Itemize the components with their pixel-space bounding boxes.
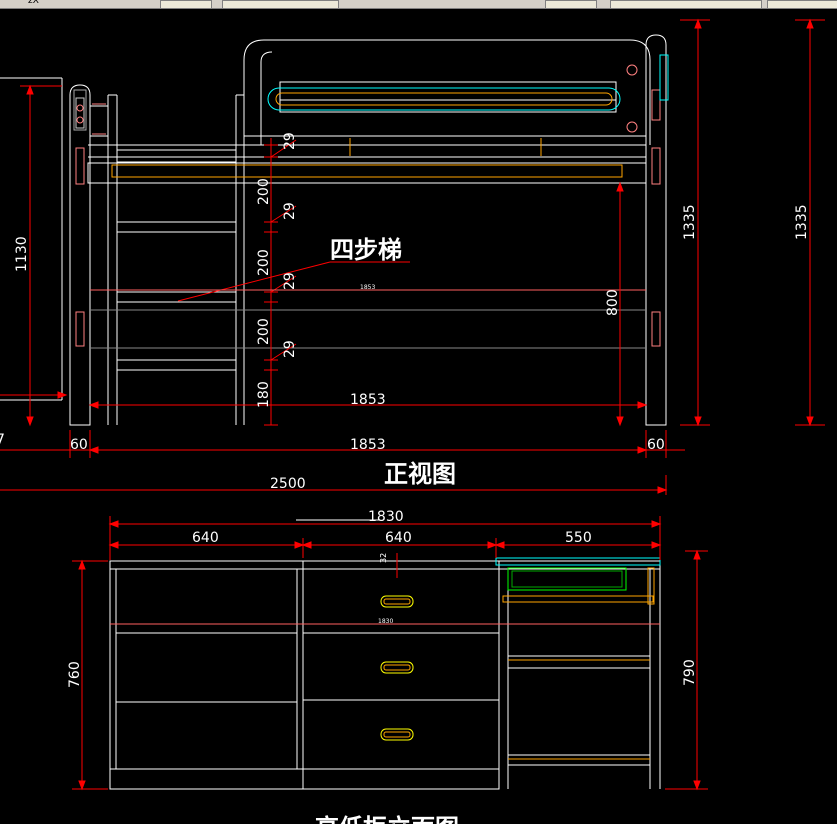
toolbar-label: zX: [28, 0, 39, 6]
front-view: [0, 34, 667, 426]
dim-550: 550: [565, 530, 592, 546]
dim-29-b: 29: [282, 202, 298, 220]
dim-200-a: 200: [256, 178, 272, 205]
dim-60-b: 60: [647, 437, 665, 453]
ladder-label: 四步梯: [330, 236, 402, 264]
dim-29-a: 29: [282, 132, 298, 150]
dim-1853-inner: 1853: [350, 392, 386, 408]
toolbar-strip[interactable]: zX: [0, 0, 837, 9]
cabinet-dimensions: [72, 516, 708, 791]
front-view-details: [73, 54, 669, 347]
dim-2500: 2500: [270, 476, 306, 492]
dim-640-b: 640: [385, 530, 412, 546]
toolbar-buttons-3[interactable]: [545, 0, 597, 9]
dim-60-a: 60: [70, 437, 88, 453]
cabinet-view: [109, 560, 661, 790]
dim-32: 32: [379, 553, 388, 563]
dim-790: 790: [682, 659, 698, 686]
toolbar-dropdown[interactable]: [610, 0, 762, 9]
dim-29-d: 29: [282, 340, 298, 358]
dim-200-c: 200: [256, 318, 272, 345]
cabinet-dim-text: 1830 640 640 550 760 790 32 1830: [67, 509, 698, 688]
dim-180: 180: [256, 381, 272, 408]
toolbar-buttons-2[interactable]: [222, 0, 339, 9]
toolbar-buttons-1[interactable]: [160, 0, 212, 9]
dim-640-a: 640: [192, 530, 219, 546]
cabinet-view-title: 高低柜立面图: [315, 814, 459, 824]
dim-800: 800: [605, 289, 621, 316]
dim-760: 760: [67, 661, 83, 688]
front-view-title: 正视图: [384, 460, 456, 488]
dim-7: 7: [0, 432, 5, 448]
dim-200-b: 200: [256, 249, 272, 276]
dim-1130: 1130: [14, 236, 30, 272]
front-view-dimensions: [0, 18, 825, 495]
cabinet-details: [110, 557, 661, 760]
dim-29-c: 29: [282, 272, 298, 290]
dim-1853-outer: 1853: [350, 437, 386, 453]
toolbar-buttons-4[interactable]: [767, 0, 837, 9]
dim-1335-b: 1335: [794, 204, 810, 240]
dim-1853-small: 1853: [360, 284, 375, 291]
dim-1830: 1830: [368, 509, 404, 525]
front-view-dim-text: 29 200 29 200 29 200 29 180 1130 800 133…: [0, 132, 810, 492]
dim-1335-a: 1335: [682, 204, 698, 240]
dim-1830-small: 1830: [378, 618, 393, 625]
